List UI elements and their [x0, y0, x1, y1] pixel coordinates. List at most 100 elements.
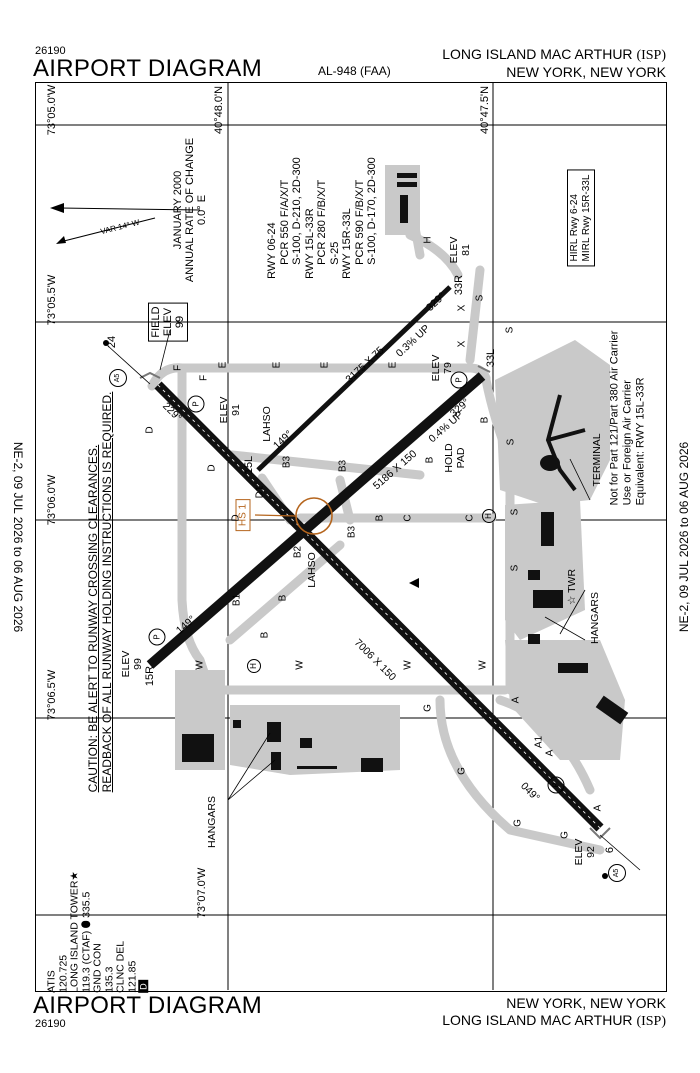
- chart-number-top: 26190: [35, 45, 66, 57]
- runway-end-33r: 33R: [453, 274, 465, 296]
- twy-label-b3: B3: [281, 455, 293, 469]
- taxiway-e: [147, 363, 491, 391]
- south-apron: [505, 640, 625, 760]
- runway-end-24: 24: [106, 335, 118, 349]
- chart-number-bottom: 26190: [35, 1018, 66, 1030]
- field-elevation-box: FIELD ELEV 99: [148, 302, 188, 342]
- lat-label-1: 40°48.0'N: [213, 85, 225, 135]
- magnetic-variation: [50, 203, 201, 244]
- rwy-info-line: RWY 15L-33R: [303, 208, 316, 279]
- twy-label-b3: B3: [337, 459, 349, 473]
- twy-label-b: B: [479, 416, 491, 424]
- runway-15r-33l: [146, 372, 486, 669]
- threshold-chevron: [139, 371, 161, 379]
- approach-light-icon: A5: [608, 864, 626, 882]
- building: [300, 738, 312, 748]
- caution-block: CAUTION: BE ALERT TO RUNWAY CROSSING CLE…: [86, 392, 114, 793]
- city-top: NEW YORK, NEW YORK: [506, 64, 666, 80]
- parking-spot-icon: P: [547, 776, 565, 794]
- twy-label-b: B: [374, 514, 386, 522]
- twy-label-e: E: [319, 361, 331, 369]
- elev-label: ELEV: [430, 354, 442, 382]
- twy-label-g: G: [512, 819, 524, 827]
- twy-label-g: G: [422, 704, 434, 712]
- variation-rate-value: 0.0° E: [196, 194, 208, 226]
- tower-label: LONG ISLAND TOWER: [68, 880, 81, 993]
- leader: [559, 589, 586, 635]
- elev-label: ELEV: [120, 650, 132, 678]
- chart-ident: AL-948 (FAA): [318, 64, 391, 78]
- variation-date: JANUARY 2000: [172, 170, 184, 250]
- twy-label-f: F: [198, 374, 210, 382]
- twy-label-a: A: [544, 749, 556, 757]
- building: [297, 766, 337, 769]
- notes-block: Not for Part 121/Part 380 Air Carrier Us…: [609, 331, 648, 506]
- building: [528, 634, 540, 644]
- lon-label-3: 73°06.0'W: [46, 474, 58, 526]
- runway-15l-33r: [256, 285, 452, 472]
- helipad-icon: H: [482, 509, 496, 523]
- rwy-info-line: S-100, D-170, 2D-300: [365, 157, 378, 265]
- lon-label-4: 73°06.5'W: [46, 669, 58, 721]
- frequency-block: ATIS 120.725 LONG ISLAND TOWER★ 119.3 (C…: [45, 871, 150, 993]
- twy-label-a1: A1: [533, 735, 545, 749]
- twy-label-g: G: [559, 831, 571, 839]
- field-elev-value: 99: [174, 315, 186, 329]
- twy-label-d: D: [144, 426, 156, 434]
- pad-label: PAD: [455, 447, 467, 469]
- hold-label: HOLD: [443, 443, 455, 473]
- approach-lines: [107, 345, 641, 871]
- twy-label-g: G: [456, 767, 468, 775]
- twy-label-s: S: [474, 294, 486, 302]
- airport-code-bottom: (ISP): [636, 1014, 666, 1029]
- parking-spot-icon: P: [187, 395, 205, 413]
- twy-label-c: C: [402, 514, 414, 522]
- rwy-info-line: S-25: [328, 241, 341, 265]
- chart-title-bottom: AIRPORT DIAGRAM: [33, 992, 262, 1019]
- leader: [227, 732, 271, 801]
- field-north-arrow-icon: [409, 578, 419, 588]
- twr-text: TWR: [566, 568, 578, 593]
- lahso-label-2: LAHSO: [306, 552, 318, 588]
- twy-label-d: D: [206, 464, 218, 472]
- twy-label-e: E: [271, 361, 283, 369]
- twy-label-f: F: [172, 364, 184, 372]
- atis-label: ATIS: [45, 970, 58, 993]
- gnd-label: GND CON: [91, 943, 104, 993]
- elev-label: ELEV: [573, 838, 585, 866]
- helipad-icon: H: [247, 659, 261, 673]
- terminal-concourse: [545, 394, 586, 492]
- hangars-label-right: HANGARS: [589, 592, 601, 644]
- leader-lines: [159, 329, 591, 801]
- twy-label-e: E: [387, 361, 399, 369]
- elev-label: ELEV: [448, 236, 460, 264]
- notes-line-3: Equivalent: RWY 15L-33R: [634, 377, 647, 506]
- magnetic-arrow-icon: [56, 236, 66, 244]
- d-badge-line: D: [138, 871, 150, 993]
- twy-label-h: H: [422, 236, 434, 244]
- twy-label-x: X: [456, 304, 468, 312]
- tower-apron: [505, 500, 585, 640]
- twy-label-s: S: [509, 508, 521, 516]
- approach-line: [107, 345, 151, 385]
- concourse-arm: [547, 428, 586, 442]
- lighting-box: HIRL Rwy 6-24 MIRL Rwy 15R-33L: [567, 169, 595, 267]
- hangars-label-left: HANGARS: [206, 796, 218, 848]
- elev-label: ELEV: [218, 396, 230, 424]
- building: [397, 182, 417, 187]
- building: [533, 590, 563, 608]
- approach-line: [599, 834, 641, 871]
- displaced-thresholds: [139, 365, 611, 840]
- twy-label-e: E: [217, 361, 229, 369]
- rwy-info-line: PCR 590 F/B/X/T: [353, 179, 366, 265]
- twy-label-w: W: [402, 660, 414, 670]
- building: [361, 758, 383, 772]
- taxiway-x: [465, 265, 485, 365]
- leader: [544, 616, 586, 641]
- variation-rate-label: ANNUAL RATE OF CHANGE: [184, 137, 196, 283]
- lighting-line-1: HIRL Rwy 6-24: [569, 194, 580, 262]
